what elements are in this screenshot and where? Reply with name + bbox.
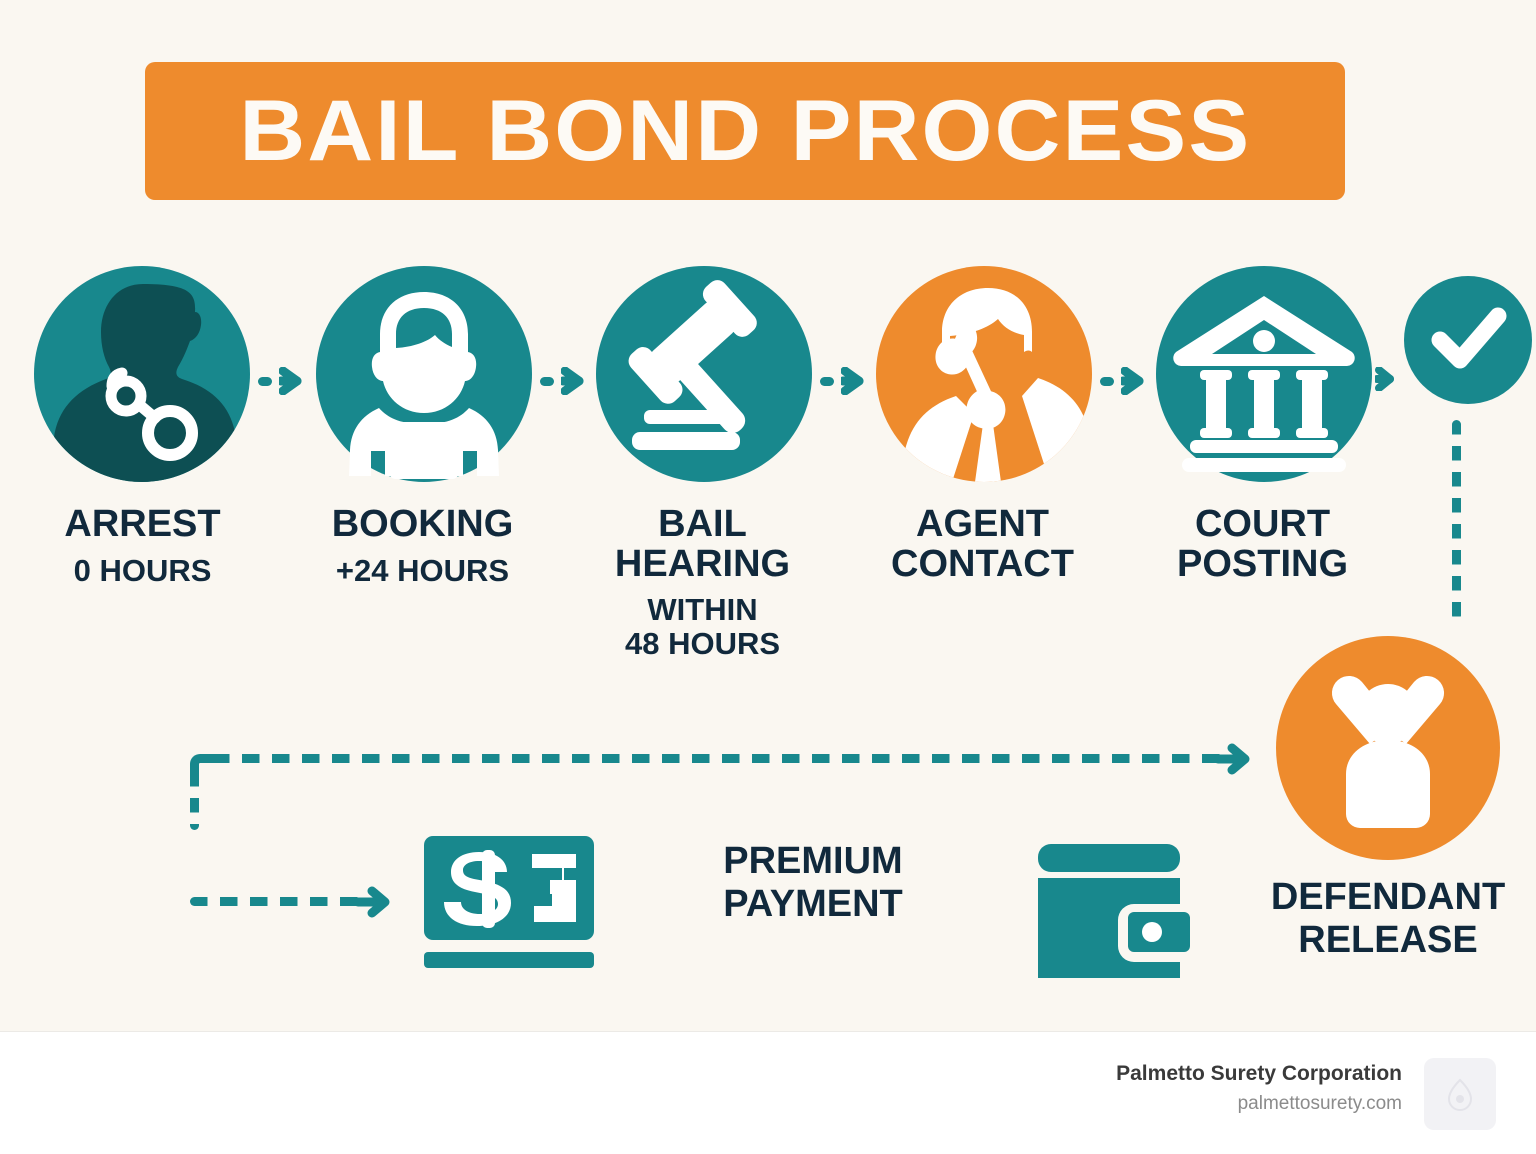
premium-payment-label: PREMIUM PAYMENT xyxy=(648,840,978,925)
step-title-bail-hearing-line1: BAIL xyxy=(658,503,747,545)
chevron-right-icon xyxy=(1121,367,1144,395)
step-circle-court-posting xyxy=(1156,266,1372,482)
chevron-right-icon xyxy=(561,367,584,395)
footer-website[interactable]: palmettosurety.com xyxy=(1237,1092,1402,1114)
step-label-booking: BOOKING +24 HOURS xyxy=(280,503,565,588)
gavel-icon xyxy=(628,280,757,450)
flow-arrowhead-to-payment xyxy=(353,886,390,918)
step-title-bail-hearing-line2: HEARING xyxy=(614,542,791,585)
flow-line-top-horizontal xyxy=(212,754,1234,763)
flow-corner-top-left xyxy=(190,754,221,785)
footer-content: Palmetto Surety Corporation palmettosure… xyxy=(1116,1058,1496,1130)
connector-arrow-1 xyxy=(258,367,309,395)
step-label-arrest: ARREST 0 HOURS xyxy=(0,503,285,588)
flow-arrowhead-top-right xyxy=(1213,743,1250,775)
defendant-release-circle xyxy=(1276,636,1500,860)
chevron-right-icon xyxy=(841,367,864,395)
step-title-agent-line1: AGENT xyxy=(916,503,1049,545)
footer-company-name: Palmetto Surety Corporation xyxy=(1116,1062,1402,1085)
flow-line-check-to-release xyxy=(1452,420,1461,620)
flow-line-left-vertical-upper xyxy=(190,772,199,830)
checkmark-icon xyxy=(1431,307,1507,369)
chevron-right-icon xyxy=(279,367,302,395)
connector-arrow-3 xyxy=(820,367,871,395)
handcuffs-overlay-icon xyxy=(105,367,198,461)
connector-dash xyxy=(258,376,272,386)
approved-check-circle xyxy=(1404,276,1532,404)
celebrating-person-icon xyxy=(1331,675,1445,828)
logo-glyph-icon xyxy=(1447,1078,1473,1111)
step-subtitle-booking: +24 HOURS xyxy=(335,552,510,588)
connector-dash xyxy=(540,376,554,386)
chevron-right-icon xyxy=(1375,367,1394,391)
step-label-bail-hearing: BAIL HEARING WITHIN 48 HOURS xyxy=(560,503,845,662)
step-circle-agent-contact xyxy=(876,266,1092,482)
step-title-arrest: ARREST xyxy=(64,503,221,545)
connector-arrow-4 xyxy=(1100,367,1151,395)
wallet-icon xyxy=(1038,844,1190,978)
banknote-dollar-icon xyxy=(424,836,594,968)
step-circle-bail-hearing xyxy=(596,266,812,482)
connector-dash xyxy=(1100,376,1114,386)
step-title-booking: BOOKING xyxy=(331,503,514,545)
step-subtitle-bail-hearing-line1: WITHIN xyxy=(647,592,758,628)
defendant-release-label: DEFENDANT RELEASE xyxy=(1216,876,1536,961)
page-title: BAIL BOND PROCESS xyxy=(239,83,1251,179)
title-banner: BAIL BOND PROCESS xyxy=(145,62,1345,200)
footer-bar: Palmetto Surety Corporation palmettosure… xyxy=(0,1031,1536,1154)
defendant-release-line1: DEFENDANT xyxy=(1270,876,1506,918)
footer-text-block: Palmetto Surety Corporation palmettosure… xyxy=(1116,1058,1402,1118)
premium-payment-line2: PAYMENT xyxy=(723,882,903,925)
step-title-agent-line2: CONTACT xyxy=(891,542,1074,585)
courthouse-icon xyxy=(1173,296,1355,472)
mugshot-person-icon xyxy=(349,292,499,479)
connector-arrow-2 xyxy=(540,367,591,395)
flow-line-to-payment xyxy=(190,897,370,906)
connector-dash xyxy=(820,376,834,386)
step-subtitle-bail-hearing-line2: 48 HOURS xyxy=(624,626,781,662)
connector-arrow-5 xyxy=(1358,367,1401,391)
step-title-court-line1: COURT xyxy=(1194,503,1331,545)
step-label-court-posting: COURT POSTING xyxy=(1120,503,1405,585)
defendant-release-line2: RELEASE xyxy=(1298,918,1478,961)
premium-payment-line1: PREMIUM xyxy=(723,840,903,882)
step-subtitle-arrest: 0 HOURS xyxy=(73,552,212,588)
connector-dash xyxy=(1358,375,1368,383)
step-label-agent-contact: AGENT CONTACT xyxy=(840,503,1125,585)
step-title-court-line2: POSTING xyxy=(1176,542,1349,585)
company-logo-placeholder-icon xyxy=(1424,1058,1496,1130)
agent-phone-icon xyxy=(900,288,1092,482)
step-circle-booking xyxy=(316,266,532,482)
